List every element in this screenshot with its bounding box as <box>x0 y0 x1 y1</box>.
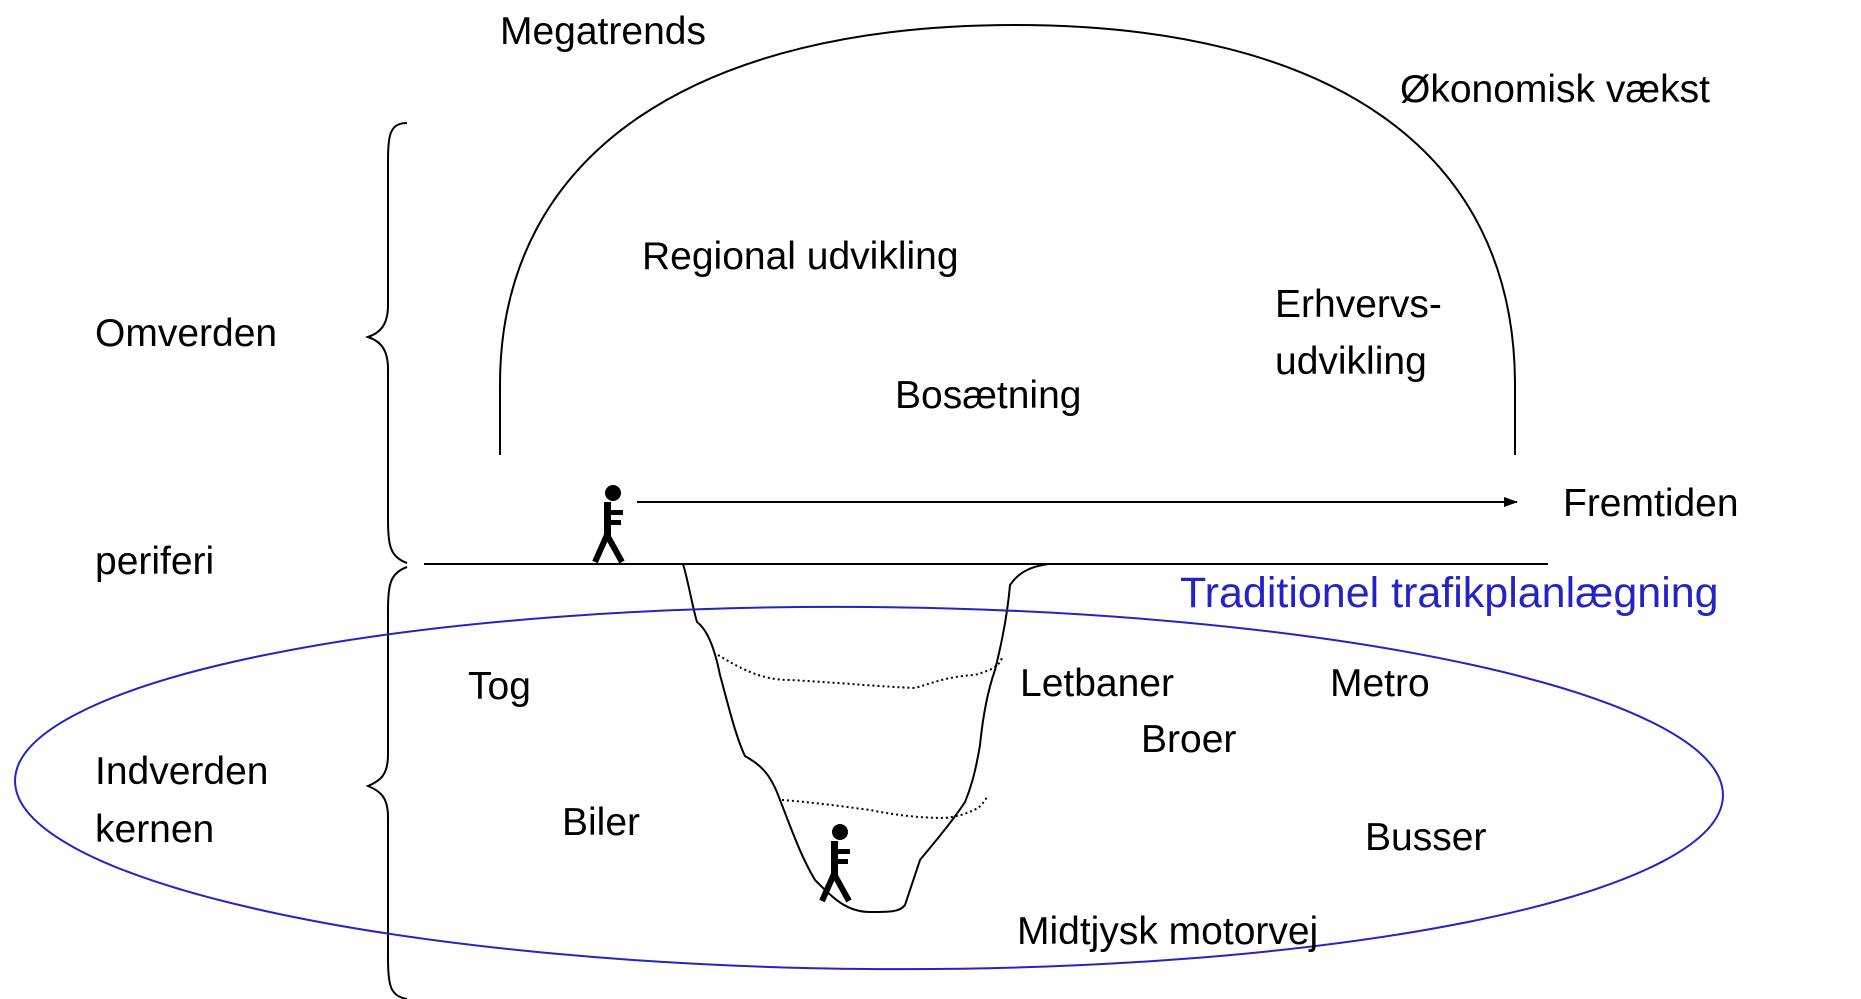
label-okonomisk-vaekst: Økonomisk vækst <box>1400 68 1710 111</box>
walking-person-icon <box>819 824 852 903</box>
label-letbaner: Letbaner <box>1020 662 1174 705</box>
label-biler: Biler <box>562 801 641 844</box>
label-periferi: periferi <box>95 540 215 583</box>
label-fremtiden: Fremtiden <box>1563 482 1739 525</box>
brace-indverden <box>365 566 408 999</box>
walking-person-icon <box>592 485 625 564</box>
traffic-planning-ellipse <box>14 605 1724 971</box>
label-traditionel-trafikplanlaegning: Traditionel trafikplanlægning <box>1180 569 1719 617</box>
label-erhvervs: Erhvervs- <box>1275 283 1442 326</box>
brace-omverden <box>364 122 408 564</box>
label-megatrends: Megatrends <box>500 10 706 53</box>
iceberg-dotted-level-1 <box>717 654 1003 690</box>
label-erhvervs-udvikling: udvikling <box>1275 340 1427 383</box>
label-broer: Broer <box>1141 718 1237 761</box>
label-kernen: kernen <box>95 808 215 851</box>
label-indverden: Indverden <box>95 750 269 793</box>
label-metro: Metro <box>1330 662 1430 705</box>
iceberg-outline <box>682 563 1049 914</box>
label-bosaetning: Bosætning <box>895 374 1082 417</box>
label-omverden: Omverden <box>95 312 278 355</box>
label-regional-udvikling: Regional udvikling <box>642 235 959 278</box>
label-tog: Tog <box>468 665 531 708</box>
outer-world-dome <box>499 23 1516 455</box>
label-busser: Busser <box>1365 816 1487 859</box>
label-midtjysk-motorvej: Midtjysk motorvej <box>1017 910 1319 953</box>
